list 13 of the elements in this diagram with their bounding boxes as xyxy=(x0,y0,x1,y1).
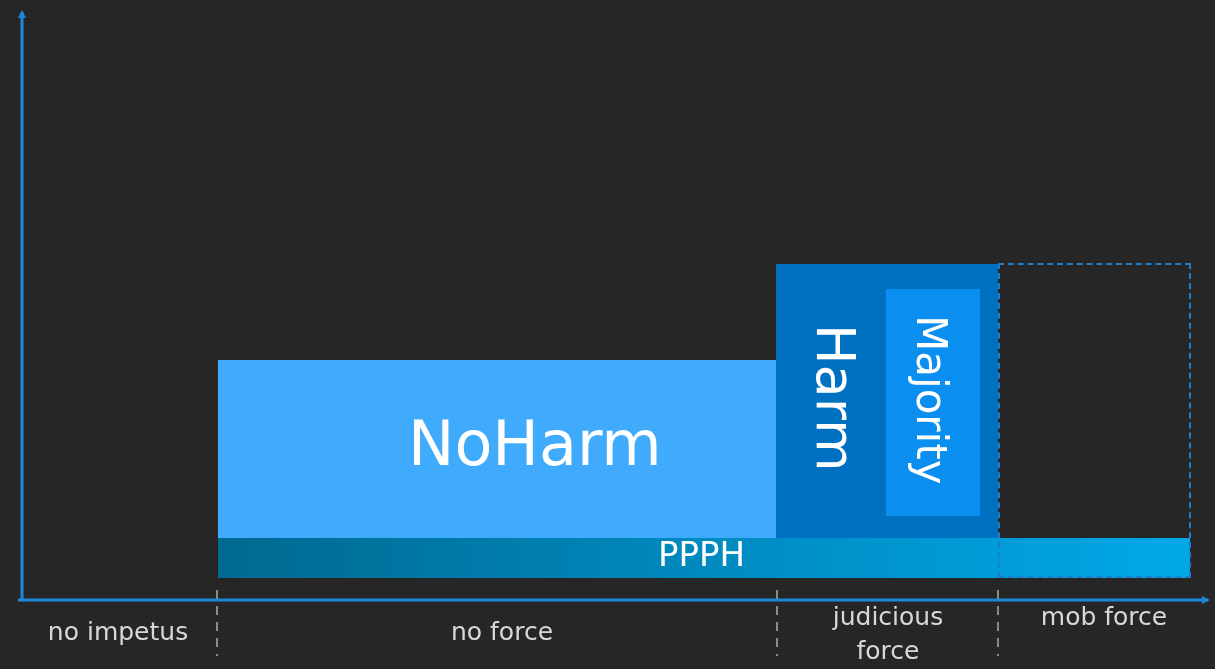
block-label: Majority xyxy=(908,315,955,485)
majority-block xyxy=(886,289,980,516)
block-label: Harm xyxy=(806,324,866,472)
harm-block xyxy=(776,264,998,538)
ppph-bar xyxy=(218,538,1190,578)
dashed-box xyxy=(998,263,1191,578)
axis-category-label: no force xyxy=(449,616,554,648)
axis-category-label: judicious force xyxy=(831,601,945,667)
block-label: NoHarm xyxy=(408,410,662,479)
axis-category-label: no impetus xyxy=(46,616,190,648)
block-label: PPPH xyxy=(658,536,746,574)
noharm-block xyxy=(218,360,776,538)
axis-category-label: mob force xyxy=(1039,601,1169,633)
